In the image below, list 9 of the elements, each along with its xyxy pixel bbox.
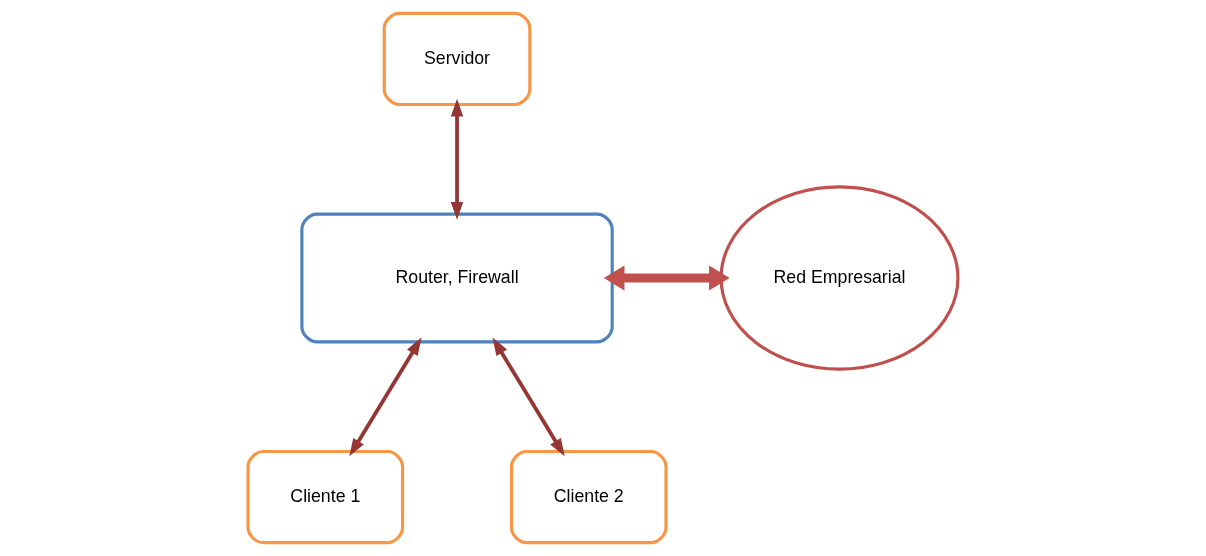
arrow [603, 265, 730, 291]
arrow [349, 337, 422, 457]
node-box: Cliente 1 [246, 449, 405, 545]
node-box: Router, Firewall [300, 212, 614, 344]
node-box: Cliente 2 [509, 449, 668, 545]
node-ellipse: Red Empresarial [719, 185, 960, 371]
arrow [450, 98, 464, 220]
node-box: Servidor [382, 11, 532, 107]
arrow [492, 337, 565, 457]
